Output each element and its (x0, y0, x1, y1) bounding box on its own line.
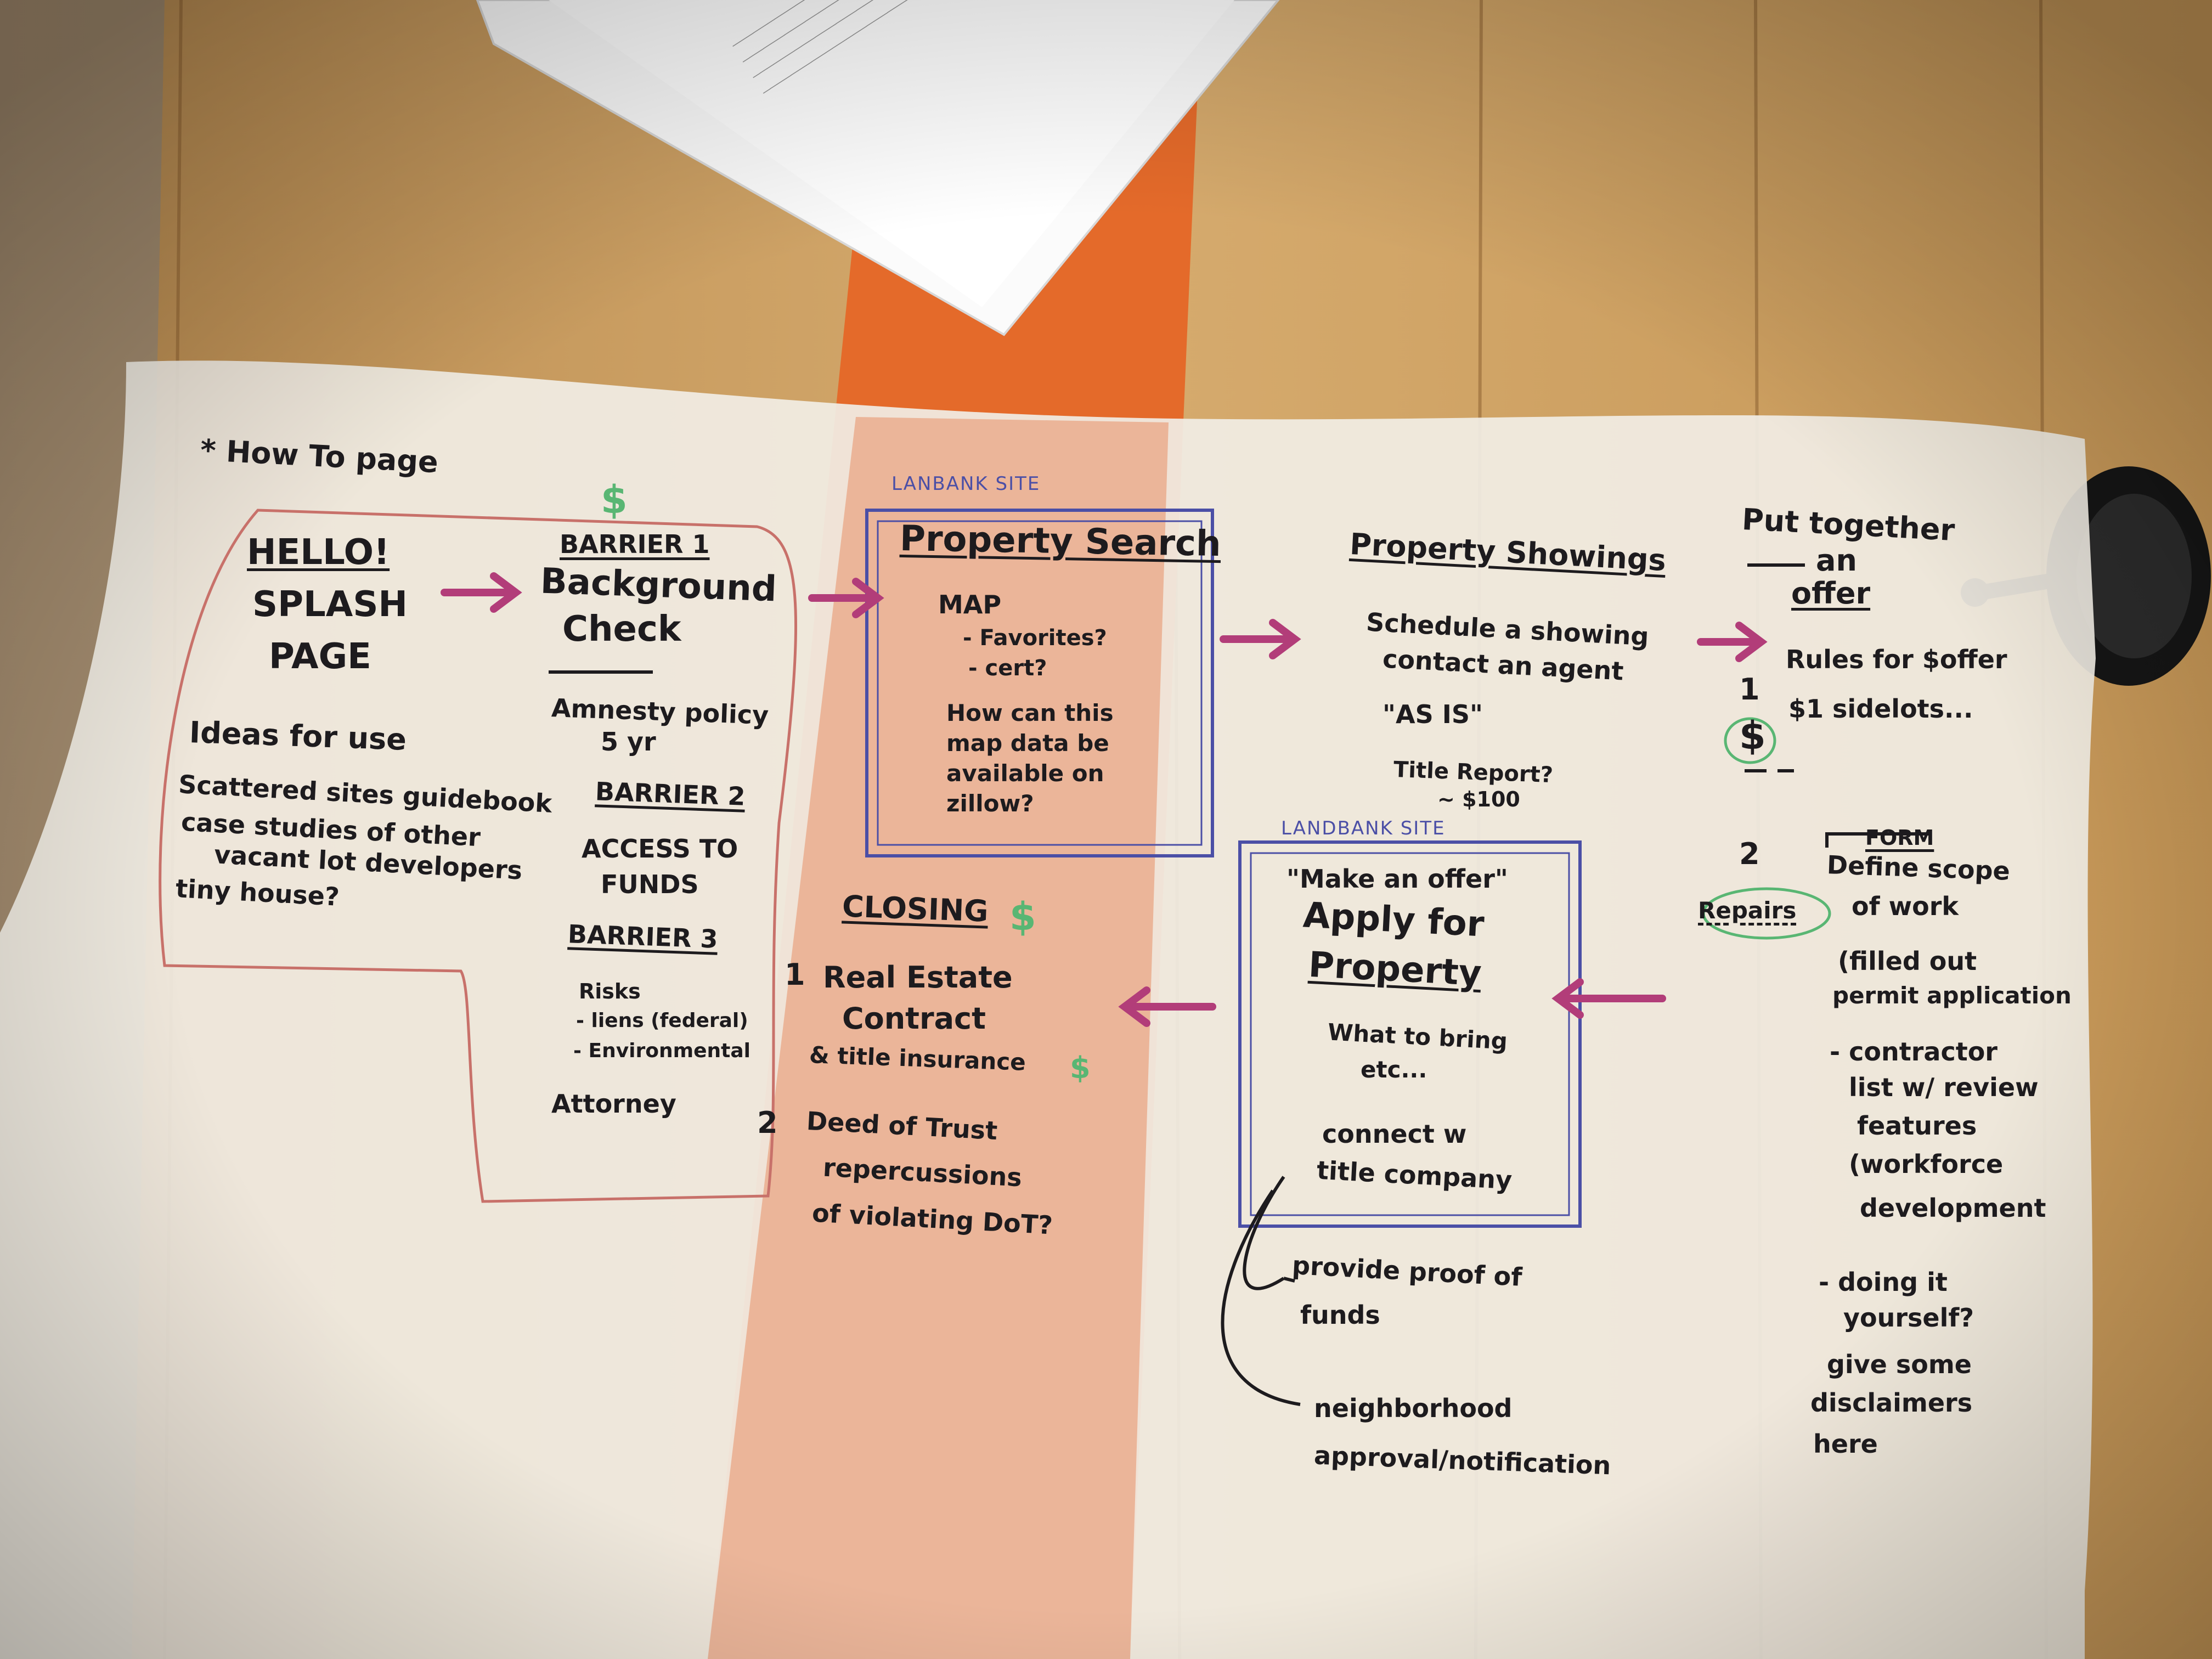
offer-item-sidelots: $1 sidelots... (1788, 694, 1973, 724)
barrier-dollar-sign: $ (601, 477, 628, 522)
search-item-question-1: How can this (946, 699, 1114, 726)
splash-line: SPLASH (252, 584, 408, 625)
search-item-question-4: zillow? (946, 790, 1034, 817)
branch-lines (1221, 1176, 1301, 1406)
repair-item-7: features (1857, 1111, 1977, 1141)
arrow-search-to-showings (1220, 619, 1301, 659)
strike-marks (549, 563, 1931, 848)
repairs-label: Repairs (1698, 897, 1797, 924)
apply-item-3: connect w (1322, 1119, 1467, 1149)
repair-item-14: here (1813, 1429, 1878, 1459)
arrow-apply-to-closing (1118, 986, 1216, 1027)
barrier2-label: BARRIER 2 (595, 776, 746, 811)
property-search-box (865, 509, 1214, 857)
barrier3-item-2: - liens (federal) (576, 1009, 748, 1032)
search-item-cert: - cert? (968, 656, 1047, 681)
search-item-question-2: map data be (946, 730, 1109, 757)
apply-title-1: "Make an offer" (1286, 864, 1508, 894)
closing-dollar-sign: $ (1009, 894, 1036, 939)
search-item-favorites: - Favorites? (963, 625, 1107, 651)
repair-item-13: disclaimers (1810, 1388, 1973, 1418)
repair-item-2: of work (1852, 891, 1959, 921)
flow-arrows (441, 572, 1768, 1027)
offer-title-2: an (1816, 543, 1857, 578)
barrier2-item-2: FUNDS (601, 870, 699, 899)
form-label: FORM (1865, 826, 1934, 850)
repair-item-10: - doing it (1819, 1267, 1948, 1297)
offer-step1-dollar: $ (1739, 713, 1766, 758)
showings-item-3: "AS IS" (1383, 699, 1483, 729)
showings-item-4: Title Report? (1393, 757, 1554, 788)
repair-item-12: give some (1827, 1350, 1972, 1379)
repair-item-6: list w/ review (1849, 1073, 2039, 1102)
apply-box-inner (1250, 852, 1570, 1216)
closing-title: CLOSING (841, 889, 989, 929)
closing-step1-line-1: Real Estate (823, 960, 1013, 995)
closing-step1-line-2: Contract (842, 1001, 986, 1036)
arrow-showings-to-offer (1697, 622, 1768, 662)
barrier3-label: BARRIER 3 (567, 919, 719, 954)
repair-item-1: Define scope (1826, 850, 2011, 886)
barrier3-item-3: - Environmental (573, 1040, 751, 1062)
green-highlights (1702, 717, 1831, 940)
closing-step-2: 2 (757, 1105, 778, 1140)
hello-title: HELLO! (247, 532, 390, 573)
arrow-offer-to-apply (1551, 978, 1666, 1019)
offer-step-2: 2 (1739, 837, 1760, 871)
repair-item-5: - contractor (1830, 1037, 1997, 1066)
barrier1-title-2: Check (562, 609, 681, 650)
search-item-map: MAP (938, 590, 1002, 619)
branch-item-2: funds (1300, 1300, 1380, 1330)
apply-site-label: LANDBANK SITE (1281, 817, 1446, 839)
closing-step-1: 1 (785, 957, 805, 992)
offer-step-1: 1 (1739, 672, 1760, 707)
repair-item-9: development (1860, 1193, 2046, 1223)
repair-item-8: (workforce (1849, 1149, 2004, 1179)
barrier3-item-1: Risks (579, 979, 641, 1003)
branch-item-3: neighborhood (1314, 1393, 1513, 1423)
offer-title-3: offer (1791, 576, 1871, 611)
barrier1-label: BARRIER 1 (560, 529, 710, 559)
search-site-label: LANBANK SITE (891, 473, 1041, 495)
closing-step1-dollar: $ (1070, 1051, 1091, 1085)
barrier2-item-1: ACCESS TO (582, 834, 738, 864)
apply-box (1238, 840, 1582, 1228)
offer-item-rules: Rules for $offer (1786, 645, 2007, 674)
property-search-title: Property Search (899, 518, 1222, 565)
arrow-hello-to-barrier (441, 572, 522, 613)
showings-item-5: ~ $100 (1437, 787, 1520, 811)
pencil-outline (159, 509, 798, 1203)
page-line: PAGE (269, 636, 371, 677)
barrier1-title-1: Background (539, 561, 777, 610)
property-search-box-inner (877, 520, 1203, 846)
attorney-item: Attorney (551, 1089, 676, 1119)
repair-item-11: yourself? (1843, 1303, 1974, 1333)
apply-item-2: etc... (1361, 1056, 1427, 1083)
search-item-question-3: available on (946, 760, 1104, 787)
arrow-barrier-to-search (808, 578, 884, 618)
repair-item-4: permit application (1832, 982, 2072, 1009)
barrier1-item-2: 5 yr (601, 727, 656, 757)
repair-item-3: (filled out (1838, 946, 1977, 976)
